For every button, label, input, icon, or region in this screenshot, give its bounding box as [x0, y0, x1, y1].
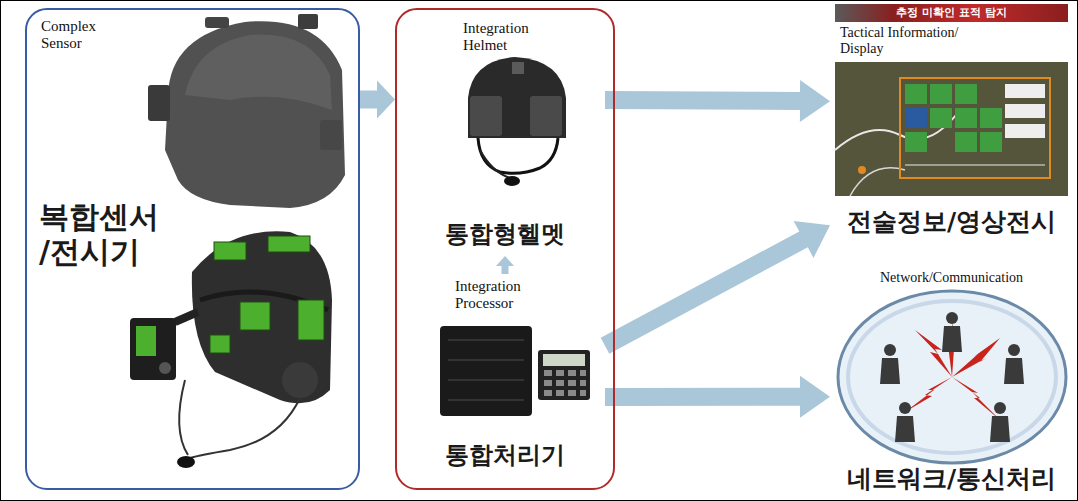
helmet-shell [148, 14, 345, 208]
english-caption: Complex Sensor [41, 18, 113, 53]
sensor-panel: Complex Sensor 복합센서 /전시기 [25, 8, 360, 490]
flow-arrow [360, 81, 395, 119]
korean-caption: 통합형헬멧 [405, 221, 605, 249]
network-node: Network/Communication 네트워크/통신처리 [830, 268, 1073, 498]
korean-caption: 통합처리기 [405, 442, 605, 470]
processor-unit: Integration Processor 통합처리기 [405, 274, 605, 479]
integrated-helmet [468, 57, 566, 186]
helmet-frame [130, 231, 332, 468]
integration-panel: Integration Helmet 통합형헬멧 Integration Proce… [395, 8, 615, 490]
tactical-display: Tactical Information/ Display 전술정보/영상전시 [830, 2, 1073, 250]
helmet-unit: Integration Helmet 통합형헬멧 [405, 16, 605, 256]
network-circle [838, 291, 1066, 463]
english-caption: Tactical Information/ Display [840, 25, 985, 57]
korean-caption: 복합센서 /전시기 [39, 200, 179, 269]
flow-arrow [601, 221, 830, 354]
soldier-figures [880, 312, 1024, 442]
banner-text: 추정 미확인 표적 탐지 [835, 4, 1068, 22]
english-caption: Integration Processor [455, 278, 555, 313]
processor-unit [440, 326, 590, 416]
english-caption: Network/Communication [830, 270, 1073, 286]
tactical-map [835, 62, 1068, 196]
english-caption: Integration Helmet [463, 20, 555, 55]
flow-arrow [605, 80, 830, 122]
flow-arrow [605, 376, 830, 418]
korean-caption: 전술정보/영상전시 [830, 208, 1073, 237]
korean-caption: 네트워크/통신처리 [830, 465, 1073, 494]
flow-arrow [496, 256, 514, 274]
